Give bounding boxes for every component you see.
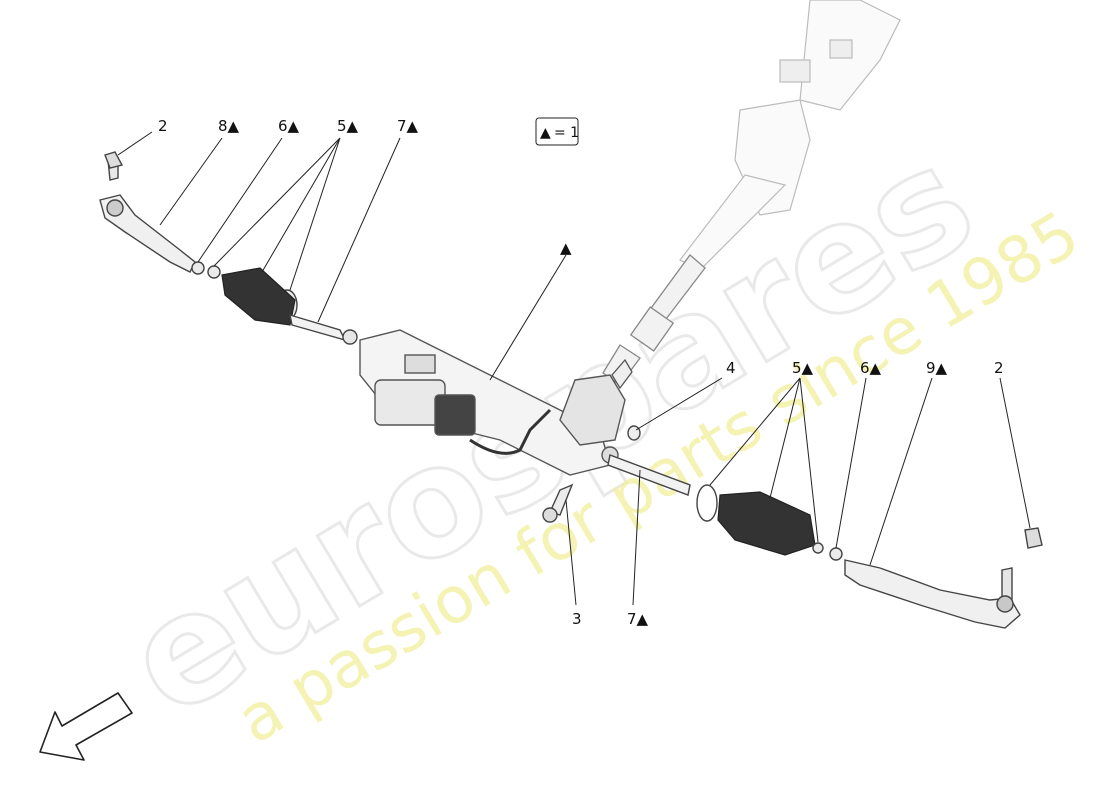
callout-6-right: 6▲ bbox=[860, 359, 882, 377]
inner-tie-rod-right bbox=[607, 454, 691, 496]
bellows-boot-right bbox=[717, 491, 816, 556]
callout-5-right: 5▲ bbox=[792, 359, 814, 377]
steering-rack-housing bbox=[359, 329, 626, 476]
front-direction-arrow-icon bbox=[39, 692, 133, 761]
callout-3: 3 bbox=[572, 610, 582, 628]
callout-2-right: 2 bbox=[994, 359, 1004, 377]
callout-2-left: 2 bbox=[158, 117, 168, 135]
legend-symbol: ▲ bbox=[540, 125, 551, 141]
bolt bbox=[542, 483, 574, 523]
legend-text: = 1 bbox=[554, 125, 579, 141]
pinion-stub bbox=[611, 358, 633, 390]
inner-tie-rod-left bbox=[289, 313, 358, 345]
bellows-boot-left bbox=[221, 267, 296, 326]
callout-4: 4 bbox=[726, 359, 736, 377]
ring-right bbox=[696, 484, 718, 522]
callout-6-left: 6▲ bbox=[278, 117, 300, 135]
steering-column bbox=[679, 0, 901, 271]
callouts: 2 8▲ 6▲ 5▲ 7▲ ▲ 4 5▲ 6▲ 9▲ 2 3 7▲ bbox=[158, 117, 1004, 628]
callout-7-bottom: 7▲ bbox=[627, 610, 649, 628]
callout-triangle-center: ▲ bbox=[560, 239, 572, 257]
callout-7-top: 7▲ bbox=[397, 117, 419, 135]
legend-box: ▲ = 1 bbox=[535, 117, 579, 146]
leader-lines bbox=[117, 131, 1031, 606]
tie-rod-end-left bbox=[99, 151, 196, 273]
tie-rod-end-right bbox=[844, 527, 1043, 629]
callout-8: 8▲ bbox=[218, 117, 240, 135]
right-small-parts bbox=[812, 542, 843, 561]
callout-5-left: 5▲ bbox=[337, 117, 359, 135]
callout-9: 9▲ bbox=[926, 359, 948, 377]
